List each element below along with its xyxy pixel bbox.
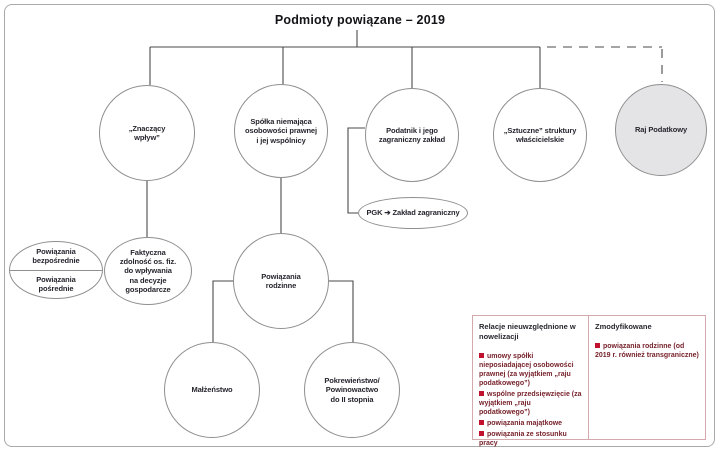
node-label: Spółka niemająca osobowości prawnej i je… bbox=[245, 117, 317, 145]
legend-item-text: powiązania majątkowe bbox=[487, 420, 563, 428]
node-label: Raj Podatkowy bbox=[634, 125, 688, 135]
legend-table: Relacje nieuwzględnione w nowelizacji um… bbox=[472, 315, 706, 447]
node-label: „Znaczący wpływ” bbox=[128, 123, 166, 142]
legend-item: powiązania majątkowe bbox=[479, 419, 582, 428]
legend-column-right: Zmodyfikowane powiązania rodzinne (od 20… bbox=[588, 316, 705, 439]
node-spolka-niemajaca: Spółka niemająca osobowości prawnej i je… bbox=[234, 84, 328, 178]
node-raj-podatkowy: Raj Podatkowy bbox=[615, 84, 707, 176]
legend-header-left: Relacje nieuwzględnione w nowelizacji bbox=[479, 322, 576, 341]
node-half-top: Powiązania bezpośrednie bbox=[10, 242, 102, 270]
legend-item: powiązania ze stosunku pracy bbox=[479, 430, 582, 448]
node-pokrewienstwo: Pokrewieństwo/ Powinowactwo do II stopni… bbox=[304, 342, 400, 438]
node-label: Powiązania bezpośrednie bbox=[32, 246, 80, 265]
node-label: Małżeństwo bbox=[191, 385, 233, 395]
node-label: Podatnik i jego zagraniczny zakład bbox=[378, 125, 446, 144]
node-label: Faktyczna zdolność os. fiz. do wpływania… bbox=[119, 248, 177, 294]
node-label: Powiązania pośrednie bbox=[36, 275, 76, 294]
node-podatnik-zagraniczny-zaklad: Podatnik i jego zagraniczny zakład bbox=[365, 88, 459, 182]
legend-item: wspólne przedsięwzięcie (za wyjątkiem „r… bbox=[479, 390, 582, 417]
node-sztuczne-struktury: „Sztuczne” struktury właścicielskie bbox=[493, 88, 587, 182]
node-faktyczna-zdolnosc: Faktyczna zdolność os. fiz. do wpływania… bbox=[104, 237, 192, 305]
bullet-icon bbox=[479, 420, 484, 426]
legend-item-text: powiązania rodzinne (od 2019 r. również … bbox=[595, 342, 699, 359]
node-powiazania-rodzinne: Powiązania rodzinne bbox=[233, 233, 329, 329]
page-frame bbox=[4, 4, 715, 447]
node-label: Pokrewieństwo/ Powinowactwo do II stopni… bbox=[324, 376, 380, 404]
node-label: Powiązania rodzinne bbox=[261, 271, 301, 290]
legend-item: powiązania rodzinne (od 2019 r. również … bbox=[595, 342, 699, 360]
node-pgk-zaklad-zagraniczny: PGK ➔ Zakład zagraniczny bbox=[358, 197, 468, 229]
node-label: PGK ➔ Zakład zagraniczny bbox=[366, 208, 460, 218]
node-znaczacy-wplyw: „Znaczący wpływ” bbox=[99, 85, 195, 181]
node-half-bottom: Powiązania pośrednie bbox=[10, 269, 102, 299]
legend-header-right: Zmodyfikowane bbox=[595, 322, 652, 331]
legend-item-text: powiązania ze stosunku pracy bbox=[479, 431, 567, 448]
bullet-icon bbox=[479, 390, 484, 396]
bullet-icon bbox=[595, 342, 600, 348]
node-powiazania-bezposrednie-posrednie: Powiązania bezpośrednie Powiązania pośre… bbox=[9, 241, 103, 299]
bullet-icon bbox=[479, 431, 484, 437]
legend-item-text: umowy spółki nieposiadającej osobowości … bbox=[479, 352, 574, 387]
legend-item-text: wspólne przedsięwzięcie (za wyjątkiem „r… bbox=[479, 390, 582, 417]
bullet-icon bbox=[479, 352, 484, 358]
legend-column-left: Relacje nieuwzględnione w nowelizacji um… bbox=[473, 316, 588, 447]
page-title: Podmioty powiązane – 2019 bbox=[274, 13, 446, 27]
legend-item: umowy spółki nieposiadającej osobowości … bbox=[479, 352, 582, 388]
node-malzenstwo: Małżeństwo bbox=[164, 342, 260, 438]
node-label: „Sztuczne” struktury właścicielskie bbox=[503, 125, 577, 144]
